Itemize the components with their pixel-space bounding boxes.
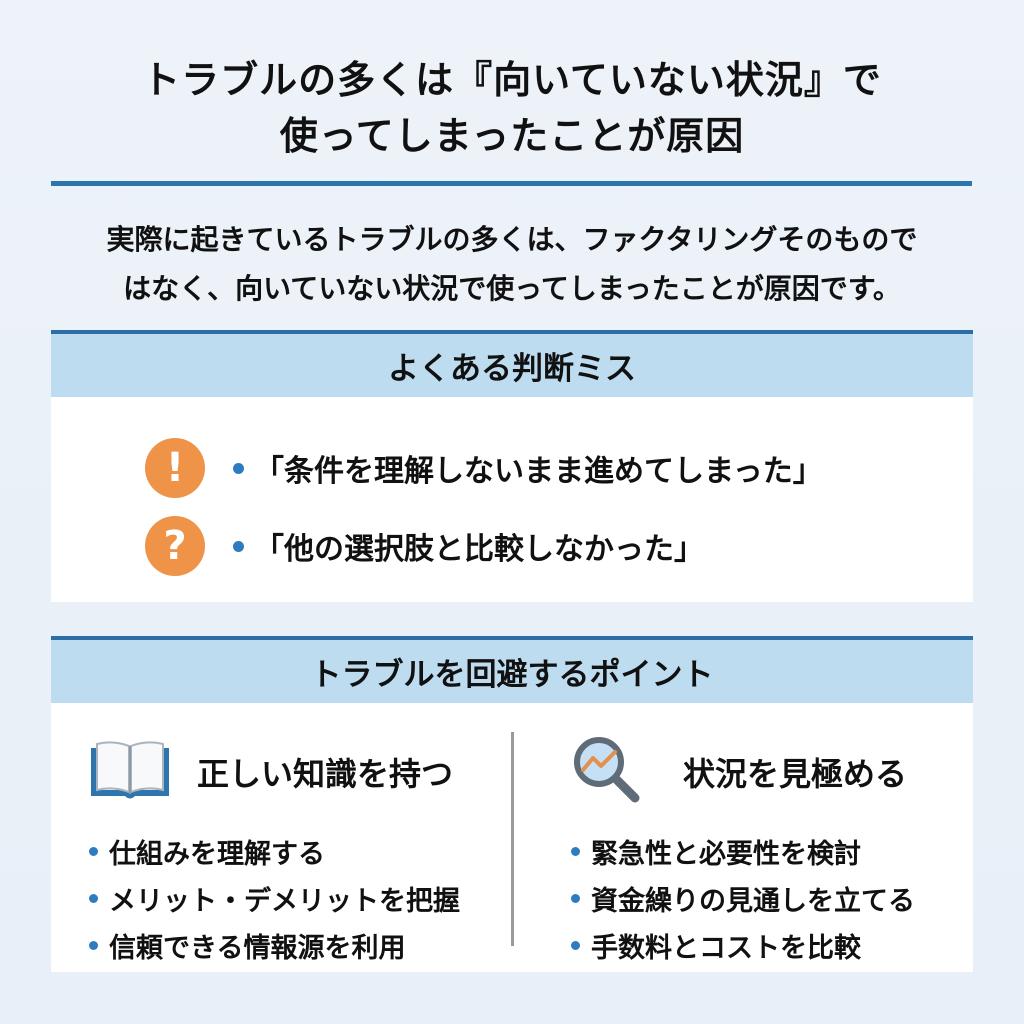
mistake-text: 「条件を理解しないまま進めてしまった」 bbox=[254, 454, 823, 489]
bullet-dot bbox=[89, 941, 98, 950]
open-book-icon bbox=[89, 738, 171, 806]
title-line-2: 使ってしまったことが原因 bbox=[279, 114, 745, 158]
list-item: 緊急性と必要性を検討 bbox=[571, 828, 915, 875]
column-divider bbox=[511, 732, 514, 946]
magnifier-chart-icon bbox=[571, 734, 643, 810]
tip-column-knowledge: 正しい知識を持つ 仕組みを理解する メリット・デメリットを把握 信頼できる情報源… bbox=[89, 732, 460, 969]
tip-list: 緊急性と必要性を検討 資金繰りの見通しを立てる 手数料とコストを比較 bbox=[571, 828, 915, 969]
list-item-text: 資金繰りの見通しを立てる bbox=[591, 886, 915, 917]
bullet-dot bbox=[571, 941, 580, 950]
bullet-dot bbox=[571, 847, 580, 856]
list-item: 資金繰りの見通しを立てる bbox=[571, 875, 915, 922]
avoidance-tips-heading: トラブルを回避するポイント bbox=[51, 636, 973, 703]
bullet-dot bbox=[233, 540, 244, 552]
bullet-dot bbox=[571, 894, 580, 903]
bullet-dot bbox=[233, 462, 244, 474]
lead-line-1: 実際に起きているトラブルの多くは、ファクタリングそのもので bbox=[106, 223, 918, 256]
page-title: トラブルの多くは『向いていない状況』で 使ってしまったことが原因 bbox=[0, 52, 1024, 164]
mistake-item: ? 「他の選択肢と比較しなかった」 bbox=[145, 516, 704, 576]
list-item: 仕組みを理解する bbox=[89, 828, 460, 875]
tip-column-situation: 状況を見極める 緊急性と必要性を検討 資金繰りの見通しを立てる 手数料とコストを… bbox=[571, 732, 915, 969]
avoidance-tips-panel: トラブルを回避するポイント 正しい知識を持つ 仕組みを理解する メリット・デメリ… bbox=[51, 636, 973, 972]
common-mistakes-panel: よくある判断ミス ! 「条件を理解しないまま進めてしまった」 ? 「他の選択肢と… bbox=[51, 330, 973, 602]
list-item-text: 信頼できる情報源を利用 bbox=[109, 933, 406, 964]
list-item-text: メリット・デメリットを把握 bbox=[109, 886, 460, 917]
exclamation-icon: ! bbox=[145, 438, 205, 498]
title-line-1: トラブルの多くは『向いていない状況』で bbox=[142, 58, 882, 102]
common-mistakes-heading: よくある判断ミス bbox=[51, 330, 973, 397]
title-divider bbox=[51, 181, 972, 186]
list-item: メリット・デメリットを把握 bbox=[89, 875, 460, 922]
tip-column-title: 状況を見極める bbox=[683, 755, 908, 793]
list-item-text: 仕組みを理解する bbox=[109, 839, 325, 870]
question-icon: ? bbox=[145, 516, 205, 576]
list-item-text: 緊急性と必要性を検討 bbox=[591, 839, 861, 870]
lead-paragraph: 実際に起きているトラブルの多くは、ファクタリングそのもので はなく、向いていない… bbox=[0, 215, 1024, 313]
mistake-text: 「他の選択肢と比較しなかった」 bbox=[254, 532, 704, 567]
list-item-text: 手数料とコストを比較 bbox=[591, 933, 861, 964]
list-item: 手数料とコストを比較 bbox=[571, 922, 915, 969]
bullet-dot bbox=[89, 847, 98, 856]
list-item: 信頼できる情報源を利用 bbox=[89, 922, 460, 969]
mistake-item: ! 「条件を理解しないまま進めてしまった」 bbox=[145, 438, 823, 498]
tip-column-title: 正しい知識を持つ bbox=[197, 755, 454, 793]
bullet-dot bbox=[89, 894, 98, 903]
tip-list: 仕組みを理解する メリット・デメリットを把握 信頼できる情報源を利用 bbox=[89, 828, 460, 969]
lead-line-2: はなく、向いていない状況で使ってしまったことが原因です。 bbox=[123, 272, 901, 305]
